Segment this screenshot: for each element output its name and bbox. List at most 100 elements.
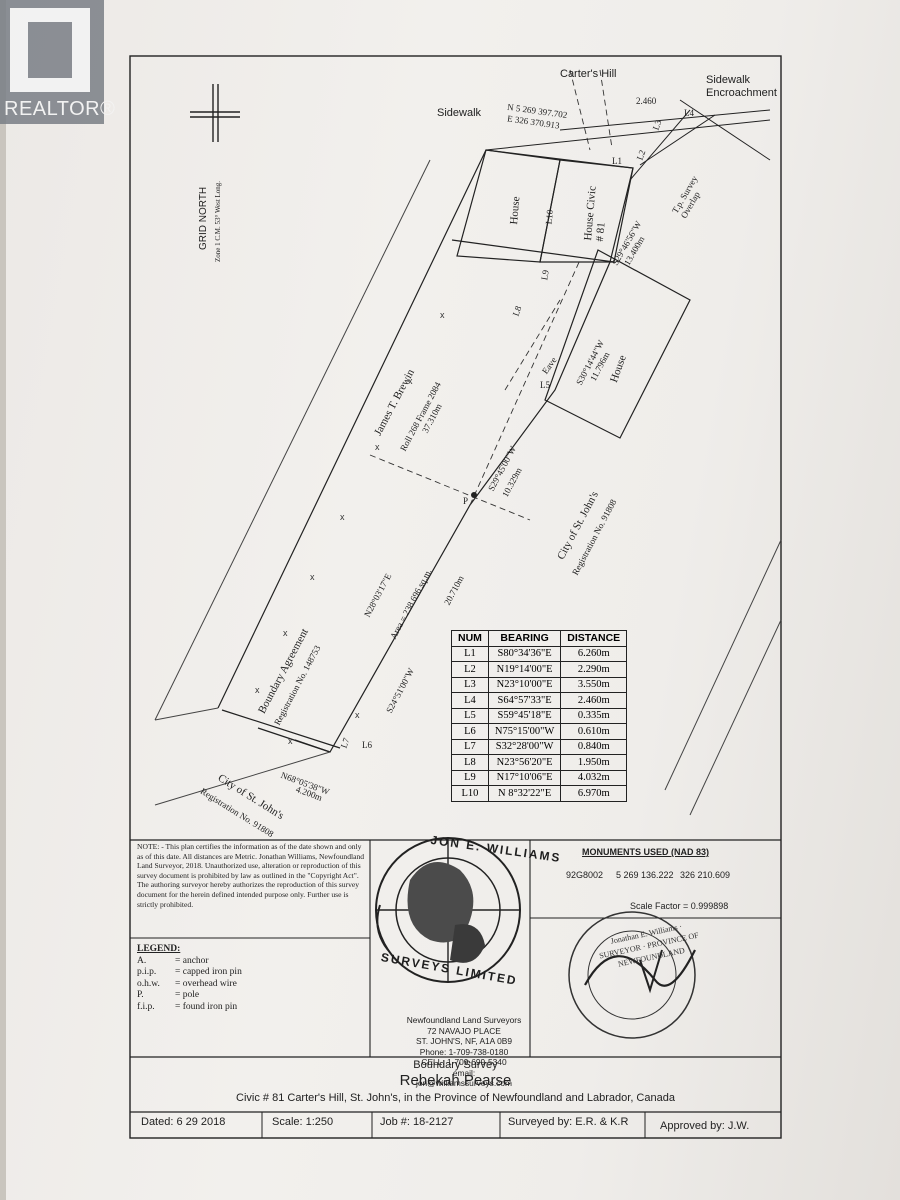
cell-num: L6: [451, 723, 489, 740]
address-line: 72 NAVAJO PLACE: [427, 1025, 501, 1036]
cell-num: L2: [451, 661, 489, 678]
outer-frame: [129, 55, 782, 1139]
address-line: CELL: 1-709-699-5340: [421, 1057, 507, 1067]
job-field: Job #: 18-2127: [380, 1116, 454, 1128]
pole-marker: [471, 492, 477, 498]
col-distance: DISTANCE: [560, 630, 628, 647]
address-line: Newfoundland Land Surveyors: [406, 1015, 522, 1025]
monuments-title: MONUMENTS USED (NAD 83): [582, 847, 710, 857]
legend-item: f.i.p.= found iron pin: [137, 1001, 238, 1012]
cell-distance: 4.032m: [560, 769, 628, 786]
cell-distance: 2.290m: [560, 661, 628, 678]
label-l1: L1: [612, 156, 622, 166]
cell-distance: 6.260m: [560, 645, 628, 662]
sidewalk-label: Sidewalk: [437, 107, 482, 119]
title-block: Boundary Survey Rebekah Pearse Civic # 8…: [130, 1058, 781, 1106]
fence-marks: xxx xxx xxx: [255, 310, 445, 746]
cell-bearing: S80°34'36"E: [487, 645, 562, 662]
svg-text:x: x: [255, 685, 260, 695]
svg-text:x: x: [310, 572, 315, 582]
cell-num: L9: [451, 769, 489, 786]
address-line: Phone: 1-709-738-0180: [419, 1046, 509, 1057]
cell-num: L3: [451, 676, 489, 693]
cell-num: L1: [451, 645, 489, 662]
cell-distance: 2.460m: [560, 692, 628, 709]
realtor-logo-icon: [10, 8, 90, 92]
legend-title: LEGEND:: [137, 944, 181, 954]
cell-bearing: S59°45'18"E: [487, 707, 562, 724]
dated-field: Dated: 6 29 2018: [141, 1116, 226, 1128]
svg-text:x: x: [355, 710, 360, 720]
grid-north-symbol: [190, 84, 240, 142]
svg-text:x: x: [375, 442, 380, 452]
cell-distance: 6.970m: [560, 785, 628, 802]
col-bearing: BEARING: [487, 630, 562, 647]
label-l6: L6: [362, 740, 372, 750]
cell-num: L10: [451, 785, 489, 802]
svg-text:x: x: [288, 736, 293, 746]
cell-distance: 1.950m: [560, 754, 628, 771]
cell-distance: 0.840m: [560, 738, 628, 755]
zone-label: Zone 1 C.M. 53° West Long.: [214, 180, 222, 262]
cell-num: L5: [451, 707, 489, 724]
company-logo: [375, 837, 521, 983]
address-line: ST. JOHN'S, NF, A1A 0B9: [415, 1036, 513, 1046]
pole-marker-label: P: [463, 496, 469, 506]
label-l4: L4: [684, 108, 694, 118]
col-num: NUM: [451, 630, 489, 647]
scale-field: Scale: 1:250: [272, 1116, 334, 1128]
label-l9: L9: [539, 269, 551, 281]
label-l5: L5: [540, 380, 550, 390]
svg-text:x: x: [440, 310, 445, 320]
sidewalk-encroachment-label: Sidewalk Encroachment: [706, 74, 777, 99]
dist-top: 2.460: [636, 96, 657, 106]
company-address: Newfoundland Land Surveyors 72 NAVAJO PL…: [406, 1015, 522, 1089]
street-name: Carter's Hill: [560, 68, 617, 80]
dashed-lines: [369, 69, 613, 521]
cell-num: L7: [451, 738, 489, 755]
cell-distance: 0.610m: [560, 723, 628, 740]
cell-num: L8: [451, 754, 489, 771]
line-table-header: NUM BEARING DISTANCE: [451, 630, 628, 647]
realtor-brand: REALTOR®: [4, 98, 116, 120]
survey-location: Civic # 81 Carter's Hill, St. John's, in…: [236, 1092, 675, 1104]
neighbour-boundary: [154, 159, 782, 816]
cell-distance: 3.550m: [560, 676, 628, 693]
cell-bearing: N75°15'00"W: [487, 723, 562, 740]
legend: LEGEND: A.= anchor p.i.p.= capped iron p…: [137, 944, 242, 1013]
cell-num: L4: [451, 692, 489, 709]
svg-text:x: x: [283, 628, 288, 638]
address-line: email: jon@williamssurveys.com: [416, 1067, 512, 1089]
scale-factor: Scale Factor = 0.999898: [630, 901, 729, 911]
legend-item: p.i.p.= capped iron pin: [137, 967, 242, 977]
monument-north: 5 269 136.222: [616, 870, 674, 880]
surveyor-seal: [568, 911, 696, 1039]
approved-by-field: Approved by: J.W.: [660, 1120, 750, 1132]
cell-bearing: S32°28'00"W: [487, 738, 562, 755]
legend-item: P.= pole: [137, 990, 200, 1000]
street-lines: [485, 99, 771, 181]
monument-east: 326 210.609: [680, 870, 731, 880]
cell-distance: 0.335m: [560, 707, 628, 724]
surveyed-by-field: Surveyed by: E.R. & K.R: [508, 1116, 629, 1128]
house-left-label: House: [508, 195, 523, 226]
cell-bearing: S64°57'33"E: [487, 692, 562, 709]
legend-item: A.= anchor: [137, 955, 209, 966]
certification-note: NOTE: - This plan certifies the informat…: [137, 842, 365, 909]
house-right-shape: [544, 249, 691, 439]
grid-north-label: GRID NORTH: [198, 186, 209, 250]
cell-bearing: N23°56'20"E: [487, 754, 562, 771]
paper-edge-shadow: [0, 0, 6, 1200]
cell-bearing: N23°10'00"E: [487, 676, 562, 693]
